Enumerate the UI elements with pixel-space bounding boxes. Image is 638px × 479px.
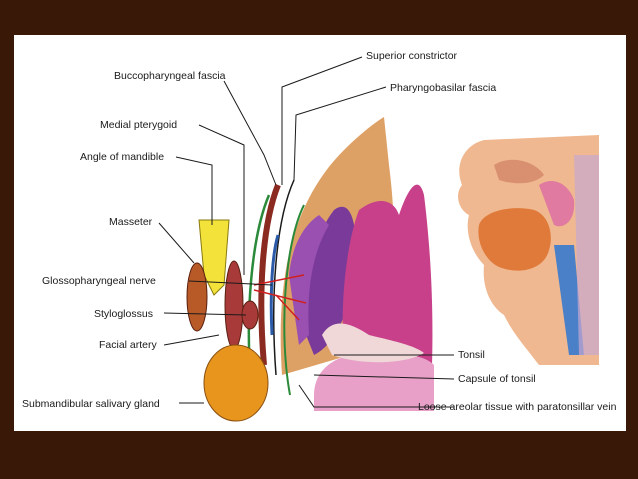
oral-floor <box>314 354 434 411</box>
pharyngobasilar-fascia-line <box>273 179 295 376</box>
superior-constrictor-muscle <box>258 183 281 366</box>
tongue <box>342 184 433 376</box>
masseter-muscle <box>186 262 208 332</box>
label-medial-pterygoid: Medial pterygoid <box>100 119 177 131</box>
mandible <box>198 219 230 296</box>
label-facial-artery: Facial artery <box>99 339 158 351</box>
label-loose-areolar-tissue: Loose areolar tissue with paratonsillar … <box>418 401 617 413</box>
label-tonsil: Tonsil <box>458 349 485 361</box>
leader-lines <box>158 56 455 408</box>
label-superior-constrictor: Superior constrictor <box>366 50 458 62</box>
tonsil-bed-diagram: Buccopharyngeal fascia Superior constric… <box>22 50 617 422</box>
glossopharyngeal-nerve-line <box>269 234 280 336</box>
paratonsillar-strip <box>289 215 329 345</box>
tonsil-tissue <box>322 323 424 363</box>
label-masseter: Masseter <box>109 216 153 228</box>
submandibular-gland <box>203 344 269 422</box>
label-submandibular-gland: Submandibular salivary gland <box>22 398 160 410</box>
label-capsule-of-tonsil: Capsule of tonsil <box>458 373 536 385</box>
label-glossopharyngeal-nerve: Glossopharyngeal nerve <box>42 275 156 287</box>
outer-green-line <box>283 204 305 396</box>
paratonsillar-vessels <box>253 274 307 321</box>
label-angle-of-mandible: Angle of mandible <box>80 151 164 163</box>
label-styloglossus: Styloglossus <box>94 308 153 320</box>
medial-pterygoid-muscle <box>224 260 244 350</box>
sagittal-head-inset <box>458 135 599 365</box>
label-pharyngobasilar-fascia: Pharyngobasilar fascia <box>390 82 496 94</box>
diagram-canvas: Buccopharyngeal fascia Superior constric… <box>14 35 626 431</box>
label-buccopharyngeal-fascia: Buccopharyngeal fascia <box>114 70 226 82</box>
